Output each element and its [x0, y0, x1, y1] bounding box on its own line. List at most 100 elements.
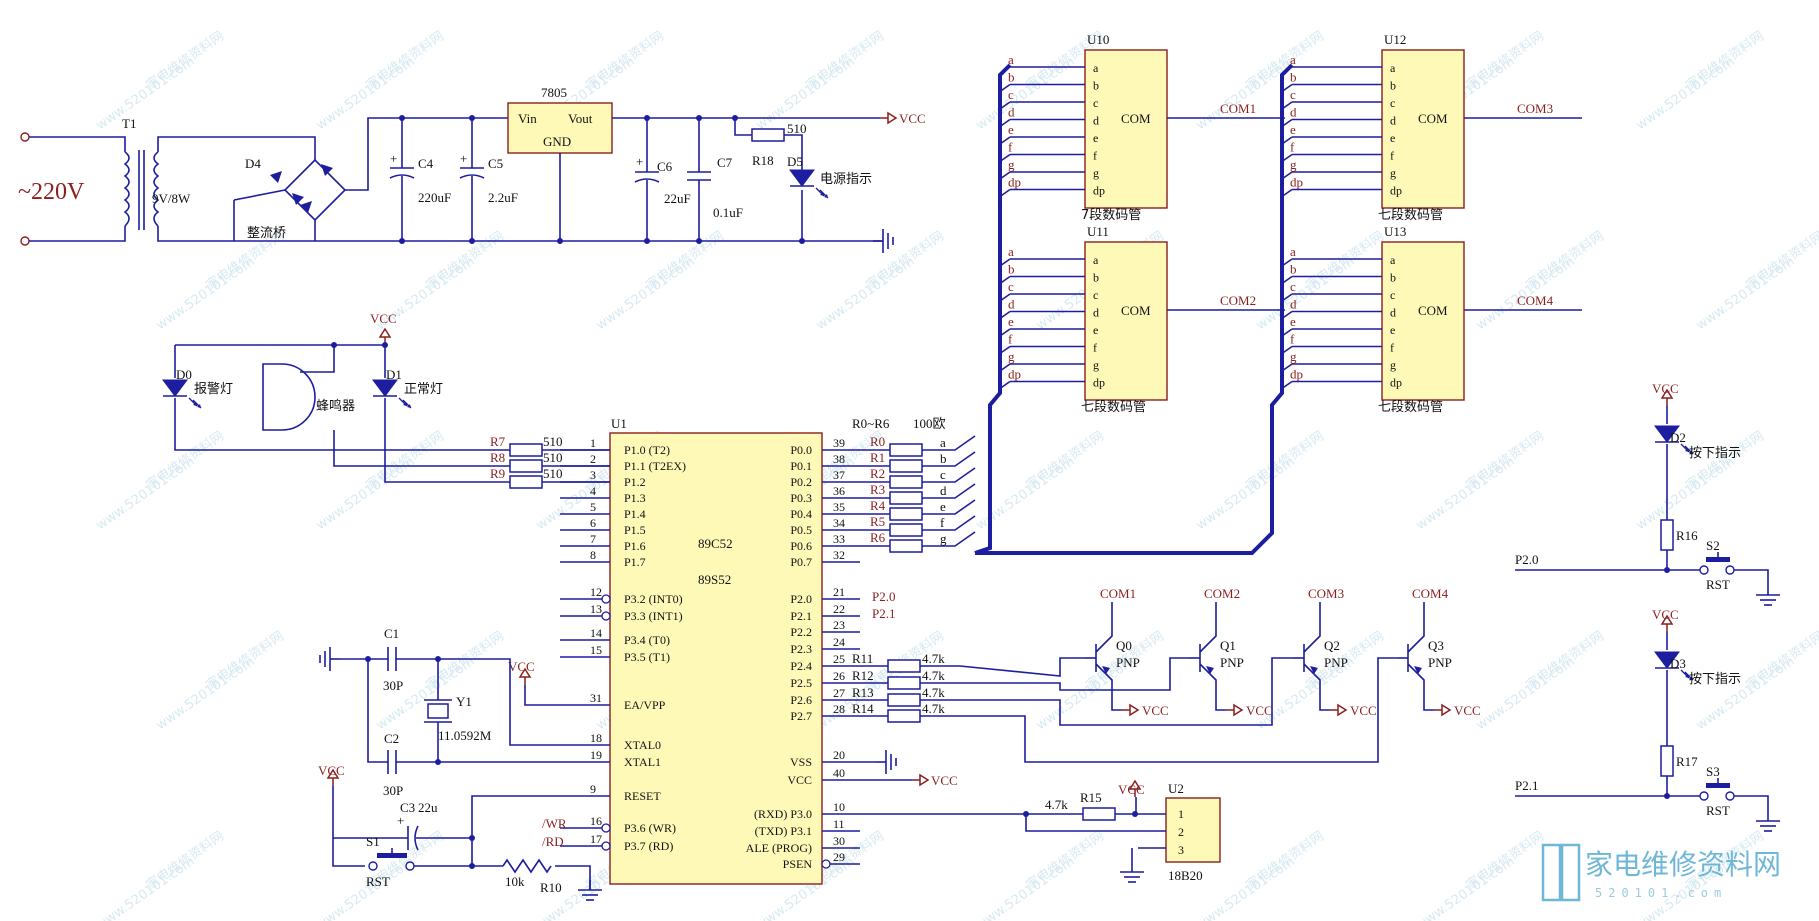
mcu-pin-number: 39	[833, 436, 845, 450]
mcu-right-pins: 39P0.038P0.137P0.236P0.335P0.434P0.533P0…	[746, 436, 860, 871]
segment-res-value: 100欧	[913, 416, 946, 431]
transistor-com-net: COM4	[1412, 586, 1449, 601]
logo-text: 家电维修资料网	[1585, 848, 1781, 881]
display-segment-pin: b	[1390, 79, 1396, 93]
bridge-ref: D4	[245, 156, 261, 171]
display-segment-pin: e	[1093, 131, 1098, 145]
display-com-pin: COM	[1121, 111, 1151, 126]
display-segment-net: d	[1008, 105, 1015, 120]
transistor-ref: Q3	[1428, 638, 1444, 653]
mcu-pin-number: 6	[590, 516, 596, 530]
mcu-pin-name: P0.1	[790, 459, 812, 473]
mcu-pin-name: XTAL1	[624, 755, 661, 769]
display-com-net: COM4	[1517, 293, 1554, 308]
mcu-pin-name: P1.3	[624, 491, 646, 505]
clock-section: C1 30P C2 30P Y1 11.0592M	[319, 626, 560, 798]
display-segment-pin: f	[1093, 149, 1097, 163]
driver-vcc-label: VCC	[1246, 703, 1273, 718]
watermark-url: www.520101.com	[1414, 854, 1518, 921]
display-ref: U10	[1087, 32, 1109, 47]
mcu-pin-name: VSS	[790, 755, 812, 769]
mcu-pin-number: 36	[833, 484, 845, 498]
watermark-url: www.520101.com	[94, 854, 198, 921]
mcu-pin-name: (TXD) P3.1	[755, 824, 812, 838]
driver-resistor-value: 4.7k	[922, 701, 945, 716]
seven-segment-displays: U107段数码管COMCOM1aabbccddeeffggdpdpU11七段数码…	[999, 32, 1582, 415]
display-segment-net: e	[1290, 314, 1296, 329]
mcu-pin-number: 33	[833, 532, 845, 546]
display-segment-net: d	[1008, 297, 1015, 312]
r15-ref: R15	[1080, 790, 1102, 805]
display-segment-pin: b	[1093, 271, 1099, 285]
mcu-pin-name: XTAL0	[624, 738, 661, 752]
buzzer	[262, 363, 316, 431]
mcu-pin-name: P1.0 (T2)	[624, 443, 670, 457]
segment-label: c	[940, 467, 946, 482]
mcu-pin-name: P2.2	[790, 625, 812, 639]
segment-resistor-ref: R1	[870, 450, 885, 465]
vcc-power-label: VCC	[899, 111, 926, 126]
watermark-url: www.520101.com	[154, 654, 258, 733]
mcu-pin-number: 17	[590, 832, 602, 846]
mcu-pin-number: 30	[833, 834, 845, 848]
display-segment-pin: c	[1390, 288, 1395, 302]
vcc-reset-label: VCC	[318, 763, 345, 778]
display-segment-net: f	[1290, 140, 1295, 155]
mcu-pin-number: 4	[590, 484, 596, 498]
c7-ref: C7	[717, 155, 733, 170]
mcu-pin-number: 37	[833, 468, 845, 482]
mcu-pin-number: 20	[833, 748, 845, 762]
sensor-pin-2: 2	[1178, 825, 1184, 839]
sensor-pin-1: 1	[1178, 807, 1184, 821]
vcc-out-label: VCC	[931, 773, 958, 788]
display-segment-pin: f	[1390, 341, 1394, 355]
display-segment-net: a	[1008, 52, 1014, 67]
mcu-pin-name: P1.1 (T2EX)	[624, 459, 686, 473]
display-segment-net: c	[1290, 87, 1296, 102]
key-resistor-ref: R17	[1676, 754, 1698, 769]
temperature-sensor: U2 18B20 1 2 3 4.7k R15 VCC	[860, 780, 1221, 883]
display-segment-net: d	[1290, 105, 1297, 120]
transistor-type: PNP	[1220, 655, 1244, 670]
r18-ref: R18	[752, 153, 774, 168]
display-segment-net: b	[1008, 70, 1015, 85]
watermark-url: www.520101.com	[94, 54, 198, 133]
mcu-pin-name: P0.7	[790, 555, 812, 569]
segment-resistor-ref: R0	[870, 434, 885, 449]
regulator-ref: 7805	[541, 85, 567, 100]
alarm-section: VCC D0 报警灯 D1 正常灯 蜂鸣器 R7 R8 R9 510 510 5…	[162, 311, 610, 489]
display-segment-pin: dp	[1093, 376, 1105, 390]
driver-resistor-ref: R14	[852, 701, 874, 716]
c5-value: 2.2uF	[488, 190, 518, 205]
mcu-pin-name: P2.6	[790, 693, 812, 707]
p21-net-label: P2.1	[872, 606, 895, 621]
segment-label: d	[940, 483, 947, 498]
display-com-pin: COM	[1418, 303, 1448, 318]
vcc-alarm-label: VCC	[370, 311, 397, 326]
display-segment-pin: a	[1390, 61, 1396, 75]
c4-ref: C4	[418, 156, 434, 171]
display-com-net: COM1	[1220, 101, 1256, 116]
display-segment-pin: a	[1390, 253, 1396, 267]
display-com-pin: COM	[1418, 111, 1448, 126]
mcu-pin-number: 7	[590, 532, 596, 546]
mcu-pin-number: 31	[590, 691, 602, 705]
buzzer-label: 蜂鸣器	[316, 398, 355, 414]
driver-vcc-label: VCC	[1142, 703, 1169, 718]
c2-value: 30P	[383, 783, 403, 798]
display-segment-pin: g	[1390, 166, 1396, 180]
segment-resistor-ref: R4	[870, 498, 886, 513]
sensor-part: 18B20	[1168, 868, 1203, 883]
display-com-pin: COM	[1121, 303, 1151, 318]
display-caption: 七段数码管	[1378, 208, 1443, 223]
ac-input-label: ~220V	[18, 179, 85, 205]
reset-section: VCC + C3 22u S1 RST 10k R10	[318, 763, 603, 901]
key-net-label: P2.0	[1515, 552, 1538, 567]
r10-ref: R10	[540, 880, 562, 895]
display-ref: U11	[1087, 224, 1109, 239]
display-segment-net: b	[1008, 262, 1015, 277]
c3-ref: C3	[400, 800, 415, 815]
